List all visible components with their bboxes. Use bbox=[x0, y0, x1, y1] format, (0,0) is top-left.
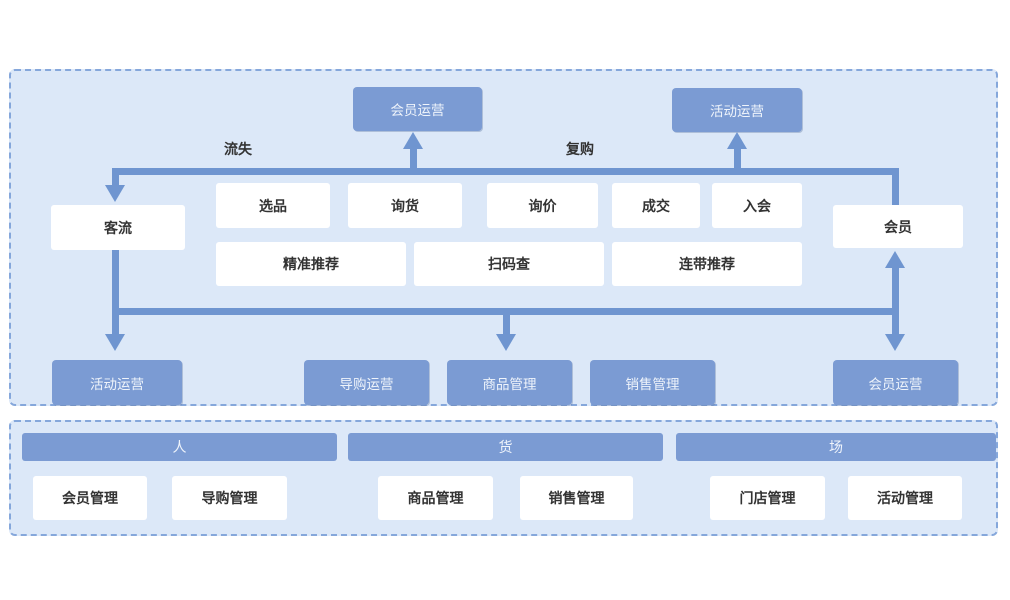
node-select-product: 选品 bbox=[216, 183, 330, 228]
node-member-operations-top: 会员运营 bbox=[353, 87, 482, 131]
arrow-down-icon bbox=[105, 185, 125, 202]
node-guide-management: 导购管理 bbox=[172, 476, 287, 520]
arrow-up-icon bbox=[885, 251, 905, 268]
node-member-operations-bottom: 会员运营 bbox=[833, 360, 958, 405]
node-sales-management: 销售管理 bbox=[520, 476, 633, 520]
node-join-membership: 入会 bbox=[712, 183, 802, 228]
node-activity-management: 活动管理 bbox=[848, 476, 962, 520]
middle-down-stem bbox=[503, 312, 510, 335]
section-header-place: 场 bbox=[676, 433, 996, 461]
node-scan-code-check: 扫码查 bbox=[414, 242, 604, 286]
member-ops-arrow-stem bbox=[410, 148, 417, 170]
arrow-down-icon bbox=[105, 334, 125, 351]
top-connector-line bbox=[112, 168, 899, 175]
top-left-elbow-stem bbox=[112, 172, 119, 186]
arrow-down-icon bbox=[885, 334, 905, 351]
node-store-management: 门店管理 bbox=[710, 476, 825, 520]
node-product-management-flow: 商品管理 bbox=[447, 360, 572, 405]
arrow-up-icon bbox=[727, 132, 747, 149]
node-member-management: 会员管理 bbox=[33, 476, 147, 520]
node-product-management: 商品管理 bbox=[378, 476, 493, 520]
node-inquire-goods: 询货 bbox=[348, 183, 462, 228]
section-header-goods: 货 bbox=[348, 433, 663, 461]
bottom-connector-line bbox=[112, 308, 899, 315]
edge-label-repurchase: 复购 bbox=[566, 141, 594, 157]
right-vertical-stem bbox=[892, 266, 899, 336]
node-inquire-price: 询价 bbox=[487, 183, 598, 228]
edge-label-churn: 流失 bbox=[224, 141, 252, 157]
node-guide-operations: 导购运营 bbox=[304, 360, 429, 405]
arrow-up-icon bbox=[403, 132, 423, 149]
keliu-down-stem bbox=[112, 250, 119, 336]
node-precise-recommend: 精准推荐 bbox=[216, 242, 406, 286]
top-right-elbow-stem bbox=[892, 172, 899, 205]
section-header-people: 人 bbox=[22, 433, 337, 461]
node-deal: 成交 bbox=[612, 183, 700, 228]
node-bundle-recommend: 连带推荐 bbox=[612, 242, 802, 286]
activity-ops-arrow-stem bbox=[734, 148, 741, 170]
node-member: 会员 bbox=[833, 205, 963, 248]
node-customer-flow: 客流 bbox=[51, 205, 185, 250]
node-sales-management-flow: 销售管理 bbox=[590, 360, 715, 405]
node-activity-operations-bottom: 活动运营 bbox=[52, 360, 182, 405]
arrow-down-icon bbox=[496, 334, 516, 351]
node-activity-operations-top: 活动运营 bbox=[672, 88, 802, 132]
